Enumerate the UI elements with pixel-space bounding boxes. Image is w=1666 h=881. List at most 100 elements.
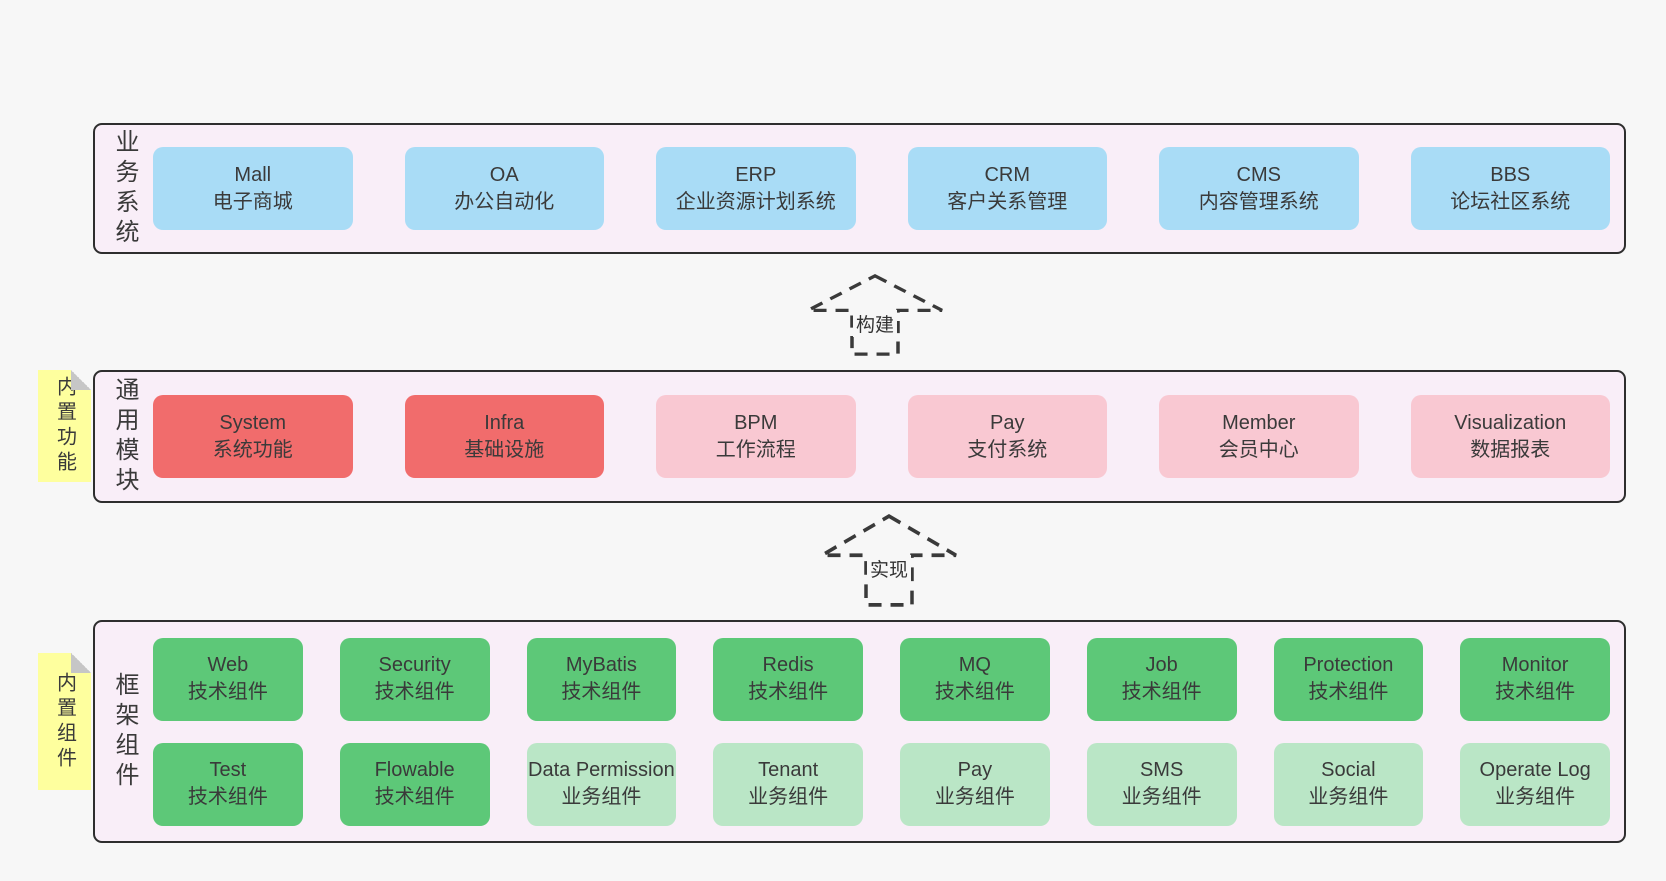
box-redis: Redis 技术组件 xyxy=(713,637,863,721)
up-arrow-icon xyxy=(807,274,943,356)
box-mall: Mall 电子商城 xyxy=(153,147,353,230)
up-arrow-implement: 实现 xyxy=(820,514,958,607)
box-desc: 技术组件 xyxy=(1308,681,1389,703)
box-desc: 技术组件 xyxy=(748,681,829,703)
section-business-systems: 业务系统 Mall 电子商城 OA 办公自动化 ERP 企业资源计划系统 CRM… xyxy=(93,123,1626,254)
up-arrow-build: 构建 xyxy=(806,274,944,356)
box-name: Monitor xyxy=(1501,654,1569,676)
box-desc: 技术组件 xyxy=(934,681,1015,703)
note-text: 内置功能 xyxy=(53,376,76,476)
box-name: MQ xyxy=(958,654,991,676)
box-name: MyBatis xyxy=(565,654,637,676)
box-name: Pay xyxy=(990,411,1025,434)
box-name: Data Permission xyxy=(528,759,675,781)
box-desc: 办公自动化 xyxy=(454,190,555,213)
section-label-text: 业务系统 xyxy=(111,128,138,249)
box-desc: 业务组件 xyxy=(748,786,829,808)
box-desc: 支付系统 xyxy=(967,438,1048,461)
box-desc: 技术组件 xyxy=(1121,681,1202,703)
box-desc: 技术组件 xyxy=(187,681,268,703)
arrow-implement-label: 实现 xyxy=(866,554,912,582)
box-operate-log: Operate Log 业务组件 xyxy=(1460,742,1610,826)
box-name: BPM xyxy=(734,411,778,434)
box-desc: 技术组件 xyxy=(561,681,642,703)
box-name: Test xyxy=(209,759,247,781)
box-sms: SMS 业务组件 xyxy=(1086,742,1237,826)
box-erp: ERP 企业资源计划系统 xyxy=(656,147,856,230)
box-name: CRM xyxy=(984,163,1031,186)
box-name: System xyxy=(219,411,287,434)
box-name: Tenant xyxy=(758,759,819,781)
box-desc: 企业资源计划系统 xyxy=(675,190,836,213)
box-oa: OA 办公自动化 xyxy=(404,147,604,230)
box-name: Social xyxy=(1321,759,1376,781)
box-name: Pay xyxy=(957,759,993,781)
section-label-text: 通用模块 xyxy=(111,376,138,497)
up-arrow-icon xyxy=(821,514,957,607)
box-desc: 论坛社区系统 xyxy=(1450,190,1571,213)
box-social: Social 业务组件 xyxy=(1273,742,1424,826)
box-desc: 客户关系管理 xyxy=(947,190,1068,213)
sticky-note-builtin-components: 内置组件 xyxy=(38,653,91,790)
box-desc: 技术组件 xyxy=(187,786,268,808)
box-job: Job 技术组件 xyxy=(1086,637,1237,721)
box-desc: 工作流程 xyxy=(715,438,796,461)
box-bbs: BBS 论坛社区系统 xyxy=(1410,147,1610,230)
box-protection: Protection 技术组件 xyxy=(1273,637,1424,721)
section-label-business: 业务系统 xyxy=(95,125,153,252)
box-name: Infra xyxy=(484,411,525,434)
box-name: ERP xyxy=(735,163,777,186)
box-name: Redis xyxy=(762,654,814,676)
box-desc: 系统功能 xyxy=(212,438,293,461)
box-visualization: Visualization 数据报表 xyxy=(1410,395,1610,478)
section-label-text: 框架组件 xyxy=(111,671,138,792)
box-desc: 基础设施 xyxy=(464,438,545,461)
box-desc: 内容管理系统 xyxy=(1198,190,1319,213)
section-common-modules: 通用模块 System 系统功能 Infra 基础设施 BPM 工作流程 Pay… xyxy=(93,370,1626,503)
section-body-business: Mall 电子商城 OA 办公自动化 ERP 企业资源计划系统 CRM 客户关系… xyxy=(153,125,1624,252)
section-body-components: Web 技术组件 Security 技术组件 MyBatis 技术组件 Redi… xyxy=(153,622,1624,841)
box-flowable: Flowable 技术组件 xyxy=(339,742,490,826)
box-desc: 业务组件 xyxy=(1495,786,1576,808)
box-test: Test 技术组件 xyxy=(153,742,303,826)
box-mybatis: MyBatis 技术组件 xyxy=(526,637,677,721)
business-row: Mall 电子商城 OA 办公自动化 ERP 企业资源计划系统 CRM 客户关系… xyxy=(153,147,1610,230)
box-data-permission: Data Permission 业务组件 xyxy=(526,742,677,826)
box-monitor: Monitor 技术组件 xyxy=(1460,637,1610,721)
box-security: Security 技术组件 xyxy=(339,637,490,721)
box-bpm: BPM 工作流程 xyxy=(656,395,856,478)
box-desc: 数据报表 xyxy=(1470,438,1551,461)
box-desc: 业务组件 xyxy=(561,786,642,808)
box-mq: MQ 技术组件 xyxy=(900,637,1050,721)
components-row-2: Test 技术组件 Flowable 技术组件 Data Permission … xyxy=(153,742,1610,826)
box-name: Job xyxy=(1145,654,1178,676)
sticky-note-builtin-functions: 内置功能 xyxy=(38,370,91,482)
box-desc: 业务组件 xyxy=(1308,786,1389,808)
modules-row: System 系统功能 Infra 基础设施 BPM 工作流程 Pay 支付系统… xyxy=(153,395,1610,478)
box-desc: 技术组件 xyxy=(1495,681,1576,703)
box-pay-component: Pay 业务组件 xyxy=(900,742,1050,826)
box-cms: CMS 内容管理系统 xyxy=(1159,147,1359,230)
note-text: 内置组件 xyxy=(53,671,76,772)
box-name: CMS xyxy=(1236,163,1281,186)
box-crm: CRM 客户关系管理 xyxy=(907,147,1107,230)
box-desc: 技术组件 xyxy=(374,786,455,808)
box-name: Flowable xyxy=(374,759,455,781)
box-infra: Infra 基础设施 xyxy=(404,395,604,478)
box-name: BBS xyxy=(1490,163,1531,186)
section-framework-components: 框架组件 Web 技术组件 Security 技术组件 MyBatis 技术组件… xyxy=(93,620,1626,843)
box-desc: 技术组件 xyxy=(374,681,455,703)
box-desc: 电子商城 xyxy=(212,190,293,213)
box-name: Web xyxy=(207,654,249,676)
box-desc: 业务组件 xyxy=(1121,786,1202,808)
box-name: Member xyxy=(1222,411,1296,434)
section-body-modules: System 系统功能 Infra 基础设施 BPM 工作流程 Pay 支付系统… xyxy=(153,372,1624,501)
box-system: System 系统功能 xyxy=(153,395,353,478)
box-member: Member 会员中心 xyxy=(1159,395,1359,478)
box-web: Web 技术组件 xyxy=(153,637,303,721)
box-desc: 会员中心 xyxy=(1218,438,1299,461)
box-name: OA xyxy=(489,163,519,186)
box-name: Protection xyxy=(1303,654,1394,676)
box-desc: 业务组件 xyxy=(934,786,1015,808)
box-name: Visualization xyxy=(1454,411,1567,434)
